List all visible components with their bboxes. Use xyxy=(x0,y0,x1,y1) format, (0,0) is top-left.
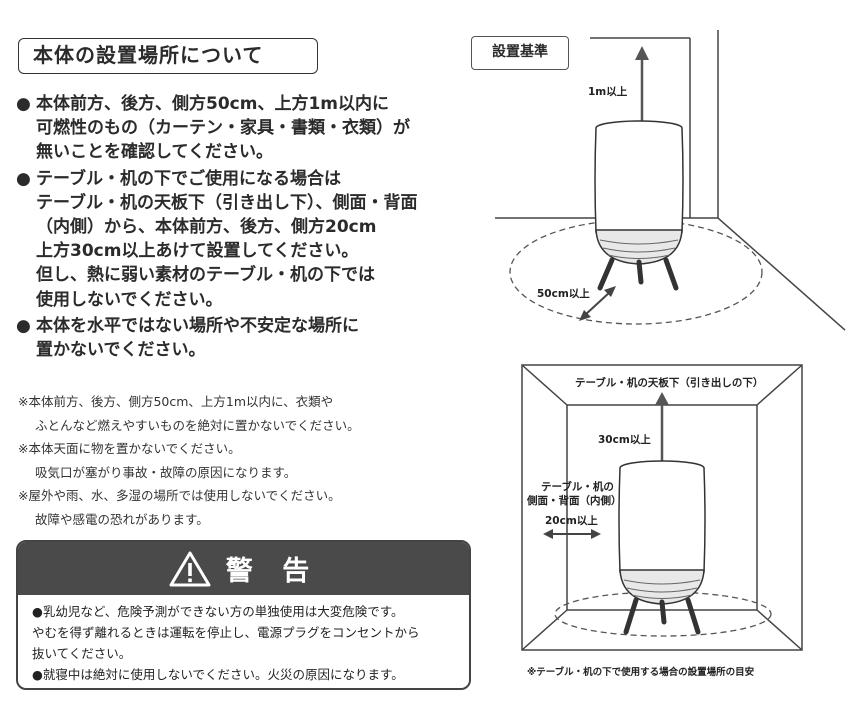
warning-line: 抜いてください。 xyxy=(32,646,132,661)
bullet-item: ● 本体前方、後方、側方50cm、上方1m以内に 可燃性のもの（カーテン・家具・… xyxy=(16,92,466,165)
bullet-dot: ● xyxy=(16,168,31,189)
bullet-line: 可燃性のもの（カーテン・家具・書類・衣類）が xyxy=(36,118,410,139)
bullet-dot: ● xyxy=(16,94,31,114)
bullet-dot: ● xyxy=(16,315,31,336)
standard-label: 設置基準 xyxy=(471,36,569,70)
bullet-line: テーブル・机の天板下（引き出し下）、側面・背面 xyxy=(36,192,418,213)
bullet-line: 本体前方、後方、側方50cm、上方1m以内に xyxy=(36,94,389,114)
bullet-line: 使用しないでください。 xyxy=(36,289,223,310)
main-bullet-list: ● 本体前方、後方、側方50cm、上方1m以内に 可燃性のもの（カーテン・家具・… xyxy=(16,92,466,364)
bullet-line: 無いことを確認してください。 xyxy=(36,142,273,163)
bullet-line: （内側）から、本体前方、後方、側方20cm xyxy=(36,217,377,238)
warning-line: やむを得ず離れるときは運転を停止し、電源プラグをコンセントから xyxy=(32,625,420,640)
note-line: ※本体前方、後方、側方50cm、上方1m以内に、衣類や xyxy=(18,394,334,409)
bullet-item: ● 本体を水平ではない場所や不安定な場所に 置かないでください。 xyxy=(16,314,466,362)
bullet-line: 本体を水平ではない場所や不安定な場所に xyxy=(36,315,359,336)
warning-header: 警 告 xyxy=(18,542,469,595)
bullet-line: テーブル・机の下でご使用になる場合は xyxy=(36,168,341,189)
bullet-item: ● テーブル・机の下でご使用になる場合は テーブル・机の天板下（引き出し下）、側… xyxy=(16,167,466,312)
bullet-line: 置かないでください。 xyxy=(36,340,206,361)
note-line: ※本体天面に物を置かないでください。 xyxy=(18,441,241,456)
warning-body: ●乳幼児など、危険予測ができない方の単独使用は大変危険です。 やむを得ず離れると… xyxy=(18,595,469,685)
warning-line: ●就寝中は絶対に使用しないでください。火災の原因になります。 xyxy=(32,667,404,682)
page-title: 本体の設置場所について xyxy=(18,38,318,74)
note-line: ふとんなど燃えやすいものを絶対に置かないでください。 xyxy=(35,417,360,433)
top-clearance-label-1: 1m以上 xyxy=(588,86,628,98)
note-line: 吸気口が塞がり事故・故障の原因になります。 xyxy=(35,464,297,480)
notes: ※本体前方、後方、側方50cm、上方1m以内に、衣類や ふとんなど燃えやすいもの… xyxy=(18,390,458,531)
warning-line: ●乳幼児など、危険予測ができない方の単独使用は大変危険です。 xyxy=(32,604,404,619)
side-label-line-2: 側面・背面（内側） xyxy=(527,495,622,507)
side-label-line-1: テーブル・机の xyxy=(541,481,614,493)
note-line: 故障や感電の恐れがあります。 xyxy=(35,511,209,527)
diagram-caption: ※テーブル・机の下で使用する場合の設置場所の目安 xyxy=(527,667,755,678)
bullet-line: 上方30cm以上あけて設置してください。 xyxy=(36,241,359,262)
table-top-label: テーブル・机の天板下（引き出しの下） xyxy=(575,377,764,389)
bullet-line: 但し、熱に弱い素材のテーブル・机の下では xyxy=(36,265,375,286)
side-clearance-label-2: 20cm以上 xyxy=(545,515,598,527)
warning-title: 警 告 xyxy=(225,556,320,587)
note-line: ※屋外や雨、水、多湿の場所では使用しないでください。 xyxy=(18,488,341,503)
warning-triangle-icon xyxy=(169,551,211,586)
air-purifier-illustration-2 xyxy=(618,460,706,635)
side-clearance-label-1: 50cm以上 xyxy=(537,288,590,300)
top-clearance-label-2: 30cm以上 xyxy=(598,434,651,446)
warning-box: 警 告 ●乳幼児など、危険予測ができない方の単独使用は大変危険です。 やむを得ず… xyxy=(16,540,471,690)
air-purifier-illustration-1 xyxy=(594,120,684,291)
